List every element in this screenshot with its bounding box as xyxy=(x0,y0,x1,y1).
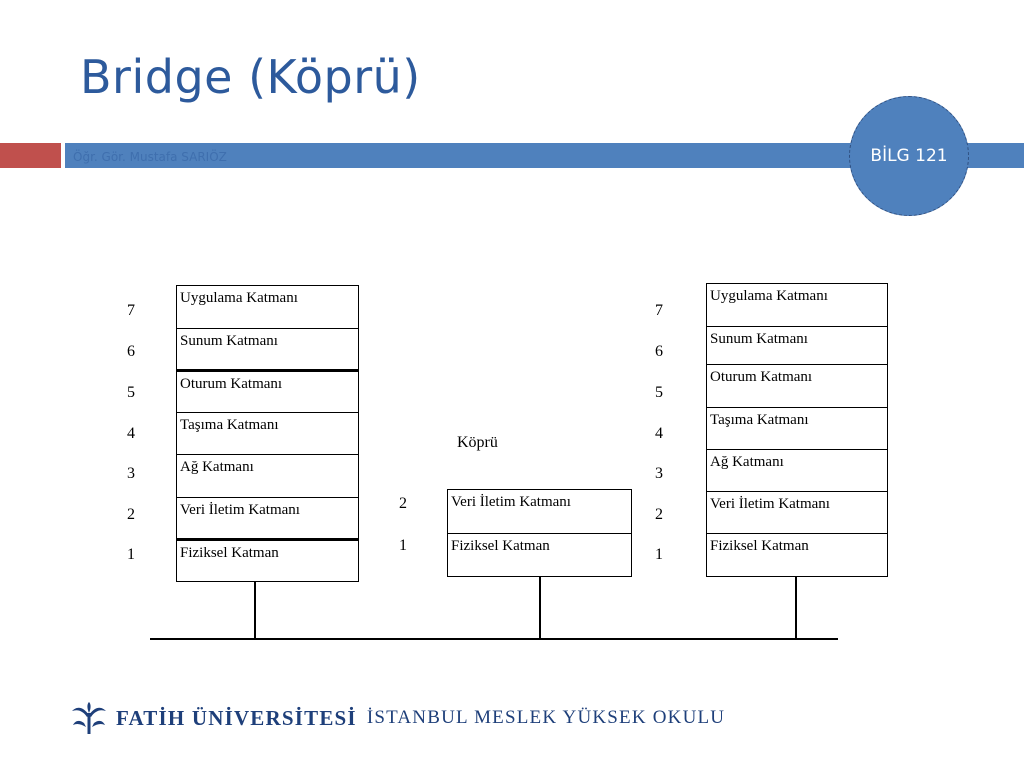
fatih-university-logo-icon xyxy=(72,702,106,734)
right-datalink-layer: Veri İletim Katmanı xyxy=(706,491,888,534)
course-code: BİLG 121 xyxy=(870,146,948,166)
right-network-layer: Ağ Katmanı xyxy=(706,449,888,492)
accent-block xyxy=(0,143,61,168)
bridge-label: Köprü xyxy=(457,434,498,451)
layer-number: 4 xyxy=(127,425,135,442)
footer: FATİH ÜNİVERSİTESİ İSTANBUL MESLEK YÜKSE… xyxy=(70,700,725,736)
bridge-drop-line xyxy=(539,577,541,640)
bridge-datalink-layer: Veri İletim Katmanı xyxy=(447,489,632,534)
layer-number: 1 xyxy=(399,537,407,554)
layer-number: 7 xyxy=(127,302,135,319)
author-name: Öğr. Gör. Mustafa SARIÖZ xyxy=(73,150,227,164)
right-drop-line xyxy=(795,577,797,640)
right-physical-layer: Fiziksel Katman xyxy=(706,533,888,577)
left-network-layer: Ağ Katmanı xyxy=(176,454,359,498)
university-name: FATİH ÜNİVERSİTESİ xyxy=(116,705,357,730)
left-datalink-layer: Veri İletim Katmanı xyxy=(176,497,359,540)
left-presentation-layer: Sunum Katmanı xyxy=(176,328,359,371)
layer-number: 6 xyxy=(127,343,135,360)
left-session-layer: Oturum Katmanı xyxy=(176,369,359,413)
layer-number: 5 xyxy=(127,384,135,401)
school-name: İSTANBUL MESLEK YÜKSEK OKULU xyxy=(366,707,726,728)
layer-number: 5 xyxy=(655,384,663,401)
layer-number: 3 xyxy=(655,465,663,482)
layer-number: 2 xyxy=(655,506,663,523)
right-session-layer: Oturum Katmanı xyxy=(706,364,888,408)
bridge-physical-layer: Fiziksel Katman xyxy=(447,533,632,577)
right-presentation-layer: Sunum Katmanı xyxy=(706,326,888,365)
layer-number: 2 xyxy=(399,495,407,512)
left-transport-layer: Taşıma Katmanı xyxy=(176,412,359,455)
slide-title: Bridge (Köprü) xyxy=(80,50,421,104)
layer-number: 2 xyxy=(127,506,135,523)
layer-number: 1 xyxy=(655,546,663,563)
left-application-layer: Uygulama Katmanı xyxy=(176,285,359,329)
layer-number: 6 xyxy=(655,343,663,360)
layer-number: 3 xyxy=(127,465,135,482)
left-drop-line xyxy=(254,582,256,639)
layer-number: 4 xyxy=(655,425,663,442)
network-bus-line xyxy=(150,638,838,640)
right-application-layer: Uygulama Katmanı xyxy=(706,283,888,327)
left-physical-layer: Fiziksel Katman xyxy=(176,538,359,582)
layer-number: 1 xyxy=(127,546,135,563)
right-transport-layer: Taşıma Katmanı xyxy=(706,407,888,450)
course-badge: BİLG 121 xyxy=(849,96,969,216)
layer-number: 7 xyxy=(655,302,663,319)
